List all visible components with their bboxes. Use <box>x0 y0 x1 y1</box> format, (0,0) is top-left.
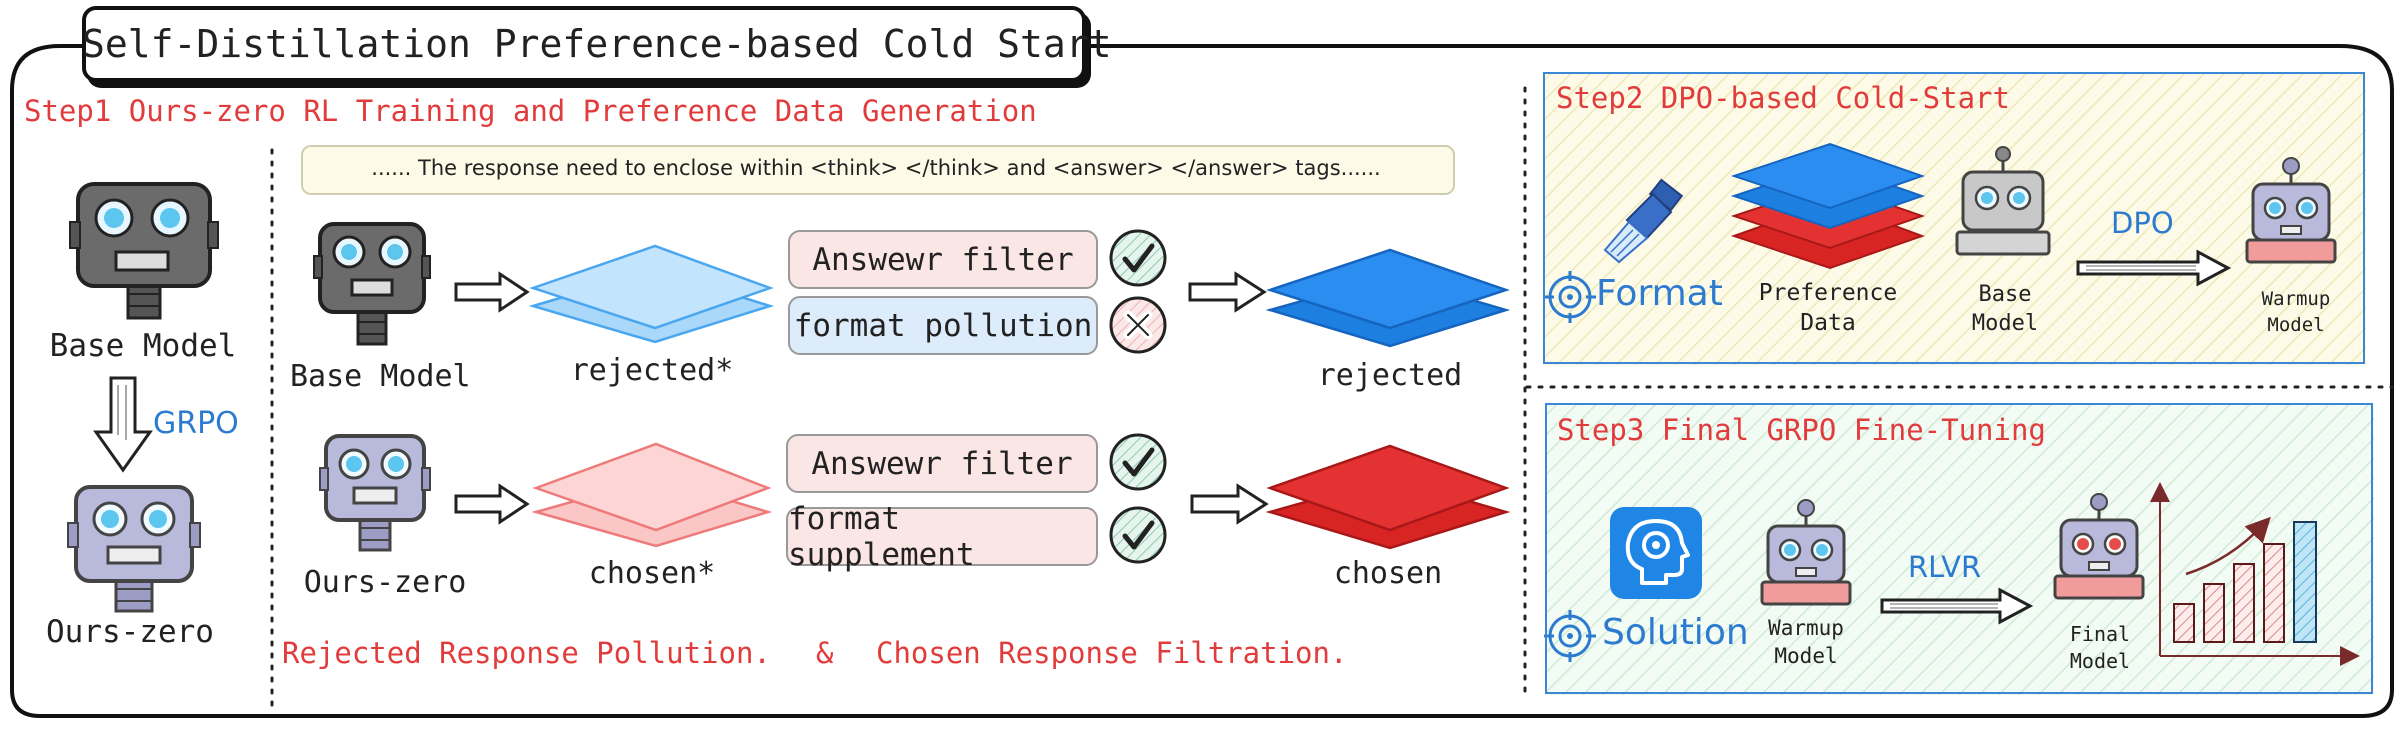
grpo-label: GRPO <box>153 406 239 441</box>
rejected-stack <box>1265 248 1511 348</box>
rejected-star-label: rejected* <box>570 353 734 388</box>
warmup-label-2: Model <box>1774 644 1838 668</box>
format-supplement-label: format supplement <box>788 500 975 573</box>
rlvr-label: RLVR <box>1908 550 1982 584</box>
robot-icon <box>319 434 431 552</box>
base-model-label: Base Model <box>49 328 237 364</box>
target-icon <box>1544 271 1596 323</box>
preference-label-2: Data <box>1800 310 1856 336</box>
solution-head-icon <box>1610 507 1702 599</box>
robot-icon <box>2053 493 2145 600</box>
brush-icon <box>1603 178 1684 264</box>
rejected-star-stack <box>528 244 775 344</box>
row1-model-label: Base Model <box>290 359 471 394</box>
dpo-label: DPO <box>2111 206 2174 240</box>
prompt-text: ...... The response need to enclose with… <box>371 156 1381 180</box>
base-label-1: Base <box>1978 282 2032 307</box>
answer-filter-box: Answewr filter <box>788 230 1098 289</box>
chosen-star-label: chosen* <box>588 556 716 591</box>
rejected-label: rejected <box>1317 358 1463 393</box>
rlvr-arrow <box>1880 587 2034 625</box>
preference-label-1: Preference <box>1758 280 1898 306</box>
diagram-title: Self-Distillation Preference-based Cold … <box>82 22 1112 66</box>
title-box <box>82 6 1086 82</box>
flow-arrow <box>1188 271 1267 313</box>
robot-icon <box>313 222 431 346</box>
format-pollution-label: format pollution <box>793 307 1093 344</box>
cross-icon <box>1109 296 1167 354</box>
growth-chart-icon <box>2150 482 2360 666</box>
footer-amp: & <box>816 636 834 670</box>
warmup-label-2: Model <box>2267 314 2325 336</box>
step1-heading: Step1 Ours-zero RL Training and Preferen… <box>24 94 1037 128</box>
prompt-box <box>301 145 1455 195</box>
format-supplement-box: format supplement <box>786 501 1098 573</box>
step3-panel <box>1545 403 2373 694</box>
warmup-label-1: Warmup <box>1768 616 1844 640</box>
robot-icon <box>1955 146 2051 256</box>
robot-icon <box>69 182 219 320</box>
final-label-1: Final <box>2069 622 2131 646</box>
dpo-arrow <box>2076 249 2232 287</box>
preference-data-stack <box>1730 142 1926 270</box>
outer-frame <box>10 44 2394 718</box>
check-icon <box>1109 229 1167 287</box>
ours-zero-label: Ours-zero <box>46 614 214 650</box>
row2-model-label: Ours-zero <box>303 565 467 600</box>
chosen-label: chosen <box>1333 556 1443 591</box>
answer-filter-label: Answewr filter <box>811 445 1073 482</box>
footer-left: Rejected Response Pollution. <box>282 636 771 670</box>
format-label: Format <box>1596 273 1723 314</box>
check-icon <box>1109 506 1167 564</box>
answer-filter-box: Answewr filter <box>786 434 1098 493</box>
warmup-label-1: Warmup <box>2261 288 2331 310</box>
robot-icon <box>2245 157 2337 264</box>
chosen-stack <box>1265 444 1511 550</box>
check-icon <box>1109 433 1167 491</box>
final-label-2: Model <box>2069 649 2131 673</box>
chosen-star-stack <box>531 442 773 548</box>
grpo-arrow <box>93 376 153 473</box>
step2-panel-bg <box>1543 72 2366 365</box>
robot-icon <box>67 485 201 613</box>
format-pollution-box: format pollution <box>788 296 1098 355</box>
base-label-2: Model <box>1971 311 2039 336</box>
flow-arrow <box>454 483 530 525</box>
answer-filter-label: Answewr filter <box>812 241 1074 278</box>
step3-heading: Step3 Final GRPO Fine-Tuning <box>1557 413 2046 447</box>
solution-label: Solution <box>1602 612 1749 653</box>
footer-right: Chosen Response Filtration. <box>876 636 1348 670</box>
robot-icon <box>1760 499 1852 606</box>
step2-panel <box>1543 72 2365 364</box>
step2-heading: Step2 DPO-based Cold-Start <box>1556 81 2010 115</box>
flow-arrow <box>1190 483 1269 525</box>
flow-arrow <box>454 271 530 313</box>
